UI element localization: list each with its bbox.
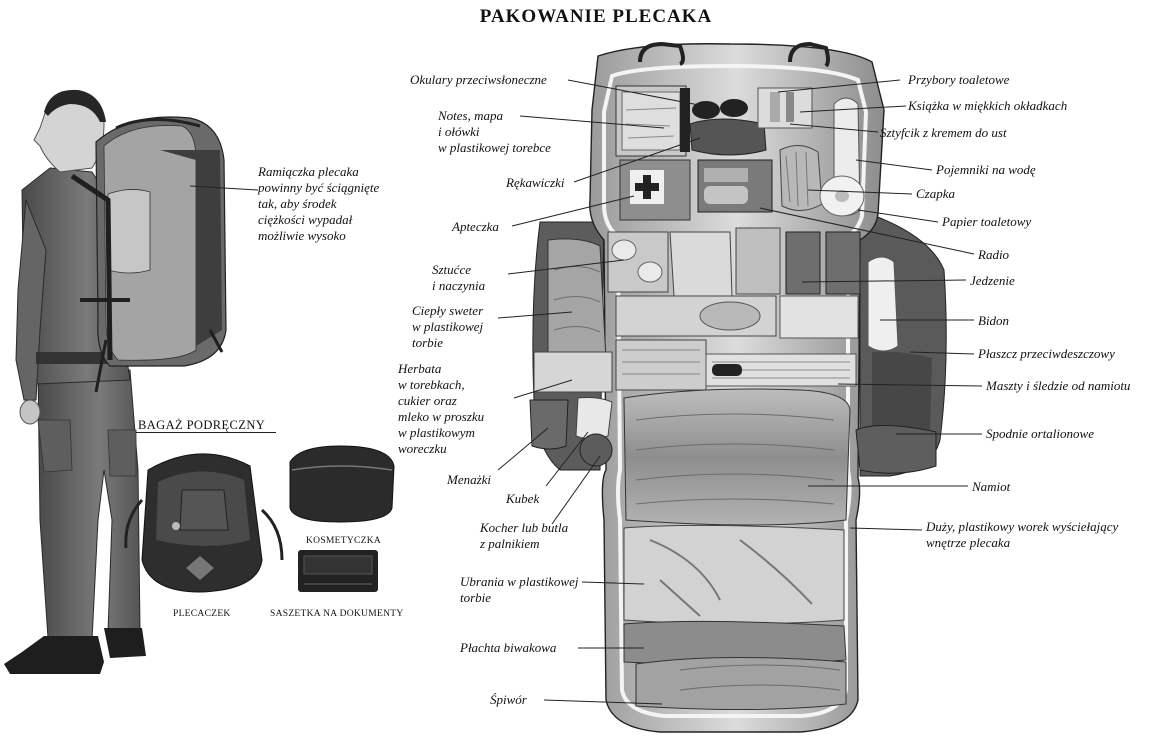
- label-raincoat: Płaszcz przeciwdeszczowy: [978, 346, 1115, 361]
- label-sleeping-bag: Śpiwór: [490, 692, 527, 707]
- label-toilet-paper: Papier toaletowy: [942, 214, 1032, 229]
- label-tea-sugar-milk: Herbata w torebkach, cukier oraz mleko w…: [398, 361, 485, 456]
- label-clothes-bag: Ubrania w plastikowej torbie: [460, 574, 579, 605]
- label-lip-balm: Sztyfcik z kremem do ust: [880, 125, 1007, 140]
- label-notebook-map: Notes, mapa i ołówki w plastikowej toreb…: [438, 108, 551, 155]
- label-cutlery: Sztućce i naczynia: [432, 262, 486, 293]
- label-bivvy-sheet: Płachta biwakowa: [460, 640, 557, 655]
- daypack-illustration: [124, 453, 284, 593]
- hand-luggage-heading: BAGAŻ PODRĘCZNY: [138, 418, 266, 432]
- label-stove: Kocher lub butla z palnikiem: [480, 520, 569, 551]
- label-toiletries: Przybory toaletowe: [908, 72, 1010, 87]
- label-warm-sweater: Ciepły sweter w plastikowej torbie: [412, 303, 484, 350]
- label-tent-poles-pegs: Maszty i śledzie od namiotu: [986, 378, 1131, 393]
- soldier-figure: [4, 89, 227, 674]
- label-mess-tins: Menażki: [447, 472, 492, 487]
- backpack-cutaway: [529, 41, 947, 733]
- label-overtrousers: Spodnie ortalionowe: [986, 426, 1094, 441]
- label-paperback-book: Książka w miękkich okładkach: [908, 98, 1068, 113]
- label-radio: Radio: [978, 247, 1010, 262]
- diagram-title: PAKOWANIE PLECAKA: [479, 6, 713, 27]
- label-liner-bag: Duży, plastikowy worek wyściełający wnęt…: [926, 519, 1119, 550]
- toiletry-bag-illustration: [289, 445, 395, 523]
- label-cap: Czapka: [916, 186, 955, 201]
- label-first-aid-kit: Apteczka: [452, 219, 499, 234]
- label-sunglasses: Okulary przeciwsłoneczne: [410, 72, 547, 87]
- leader-lines: [189, 79, 983, 705]
- document-pouch-illustration: [298, 550, 378, 592]
- shoulder-strap-note: Ramiączka plecaka powinny być ściągnięte…: [258, 164, 380, 243]
- label-gloves: Rękawiczki: [506, 175, 565, 190]
- daypack-caption: PLECACZEK: [173, 609, 231, 619]
- toiletry-bag-caption: KOSMETYCZKA: [306, 536, 382, 546]
- label-tent: Namiot: [972, 479, 1011, 494]
- document-pouch-caption: SASZETKA NA DOKUMENTY: [270, 609, 404, 619]
- label-food: Jedzenie: [970, 273, 1015, 288]
- hand-luggage-underline: [136, 432, 276, 433]
- label-water-containers: Pojemniki na wodę: [936, 162, 1036, 177]
- label-cup: Kubek: [506, 491, 540, 506]
- label-water-bottle: Bidon: [978, 313, 1010, 328]
